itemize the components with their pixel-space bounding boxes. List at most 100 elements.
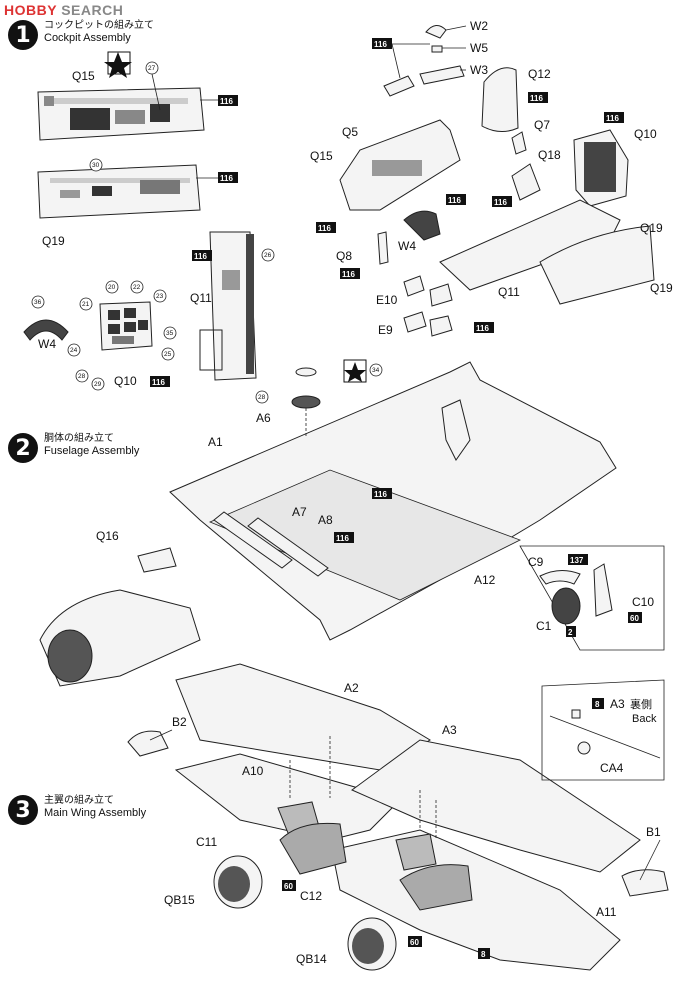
label-W5: W5 [470,41,488,55]
step-title-jp: コックピットの組み立て [44,20,154,31]
decal-number: 25 [164,351,172,358]
part-e10b [429,283,453,307]
label-A10: A10 [242,764,264,778]
step-title-jp: 主翼の組み立て [44,795,114,806]
paint-code: 137 [570,556,584,565]
panel-q11 [199,231,257,381]
step-title-en: Main Wing Assembly [44,807,147,819]
label-A8: A8 [318,513,333,527]
part-q19-right [539,225,655,305]
decal-number: 28 [78,373,86,380]
label-A3: A3 [442,723,457,737]
label-Q11: Q11 [190,291,212,305]
part-q7 [511,131,527,155]
watermark-brand: HOBBY [4,2,57,18]
paint-code: 2 [568,628,573,637]
decal-number: 27 [148,65,156,72]
part-q8 [377,231,389,265]
label-C9: C9 [528,555,544,569]
label-A11: A11 [596,905,617,919]
watermark: HOBBY SEARCH [4,2,123,18]
label-Q7: Q7 [534,118,550,132]
decal-number: 28 [258,394,266,401]
part-e9 [403,311,427,333]
label-E10: E10 [376,293,398,307]
paint-code: 116 [336,534,349,543]
label-A6: A6 [256,411,271,425]
label-B1: B1 [646,825,661,839]
part-a3 [351,739,641,873]
part-ca4-pin [571,709,581,719]
label-Q16: Q16 [96,529,119,543]
part-a2 [175,663,431,771]
step-title-en: Fuselage Assembly [44,445,140,457]
paint-code: 116 [318,224,331,233]
label-Q18: Q18 [538,148,561,162]
part-landing-gear-top [441,399,471,461]
decal-number: 24 [70,347,78,354]
label-E9: E9 [378,323,393,337]
panel-q15 [37,87,205,141]
label-A2: A2 [344,681,359,695]
step-number: 3 [8,795,38,825]
part-w5 [431,45,443,53]
part-q12-seat [481,67,519,132]
paint-code: 116 [476,324,489,333]
paint-code: 116 [374,40,387,49]
part-a7 [213,511,293,569]
part-ca4-knob [577,741,591,755]
inset-back-en: Back [632,713,657,725]
label-W4-right: W4 [398,239,416,253]
part-c1-wheel [551,587,581,625]
step-title-en: Cockpit Assembly [44,32,131,44]
part-b1 [621,869,669,897]
instrument-q10 [99,301,153,351]
part-c10 [593,563,613,617]
part-w4-instrument [403,210,441,241]
label-A3-inset: A3 [610,697,625,711]
label-C10: C10 [632,595,654,609]
step-number: 1 [8,20,38,50]
label-A7: A7 [292,505,307,519]
part-a8 [247,517,329,577]
instrument-w4 [23,319,69,341]
part-a10 [174,753,401,841]
panel-q19 [37,164,201,219]
part-q11-floor [439,199,621,291]
label-C11: C11 [196,835,217,849]
paint-code: 116 [194,252,207,261]
label-Q12: Q12 [528,67,551,81]
step-title-jp: 胴体の組み立て [44,433,114,444]
part-q18 [511,163,541,201]
part-q16 [137,547,177,573]
paint-code: 116 [220,174,233,183]
label-Q15-right: Q15 [310,149,333,163]
label-Q5: Q5 [342,125,358,139]
decal-number: 30 [92,162,100,169]
part-gunsight [383,75,415,97]
label-W3: W3 [470,63,488,77]
label-B2: B2 [172,715,187,729]
label-Q8: Q8 [336,249,352,263]
label-Q19: Q19 [42,234,65,248]
part-e10 [403,275,425,297]
part-c9 [539,570,581,585]
label-C1: C1 [536,619,552,633]
paint-code: 116 [220,97,233,106]
paint-code: 116 [530,94,543,103]
label-C12: C12 [300,889,322,903]
label-A12: A12 [474,573,496,587]
paint-code: 116 [606,114,619,123]
label-Q10-small: Q10 [114,374,137,388]
part-wheel-well-left [279,822,347,875]
paint-code: 8 [481,950,486,959]
part-e9b [429,315,453,337]
watermark-rest: SEARCH [61,2,124,18]
decal-number: 21 [82,301,90,308]
label-W4: W4 [38,337,56,351]
label-A1: A1 [208,435,223,449]
